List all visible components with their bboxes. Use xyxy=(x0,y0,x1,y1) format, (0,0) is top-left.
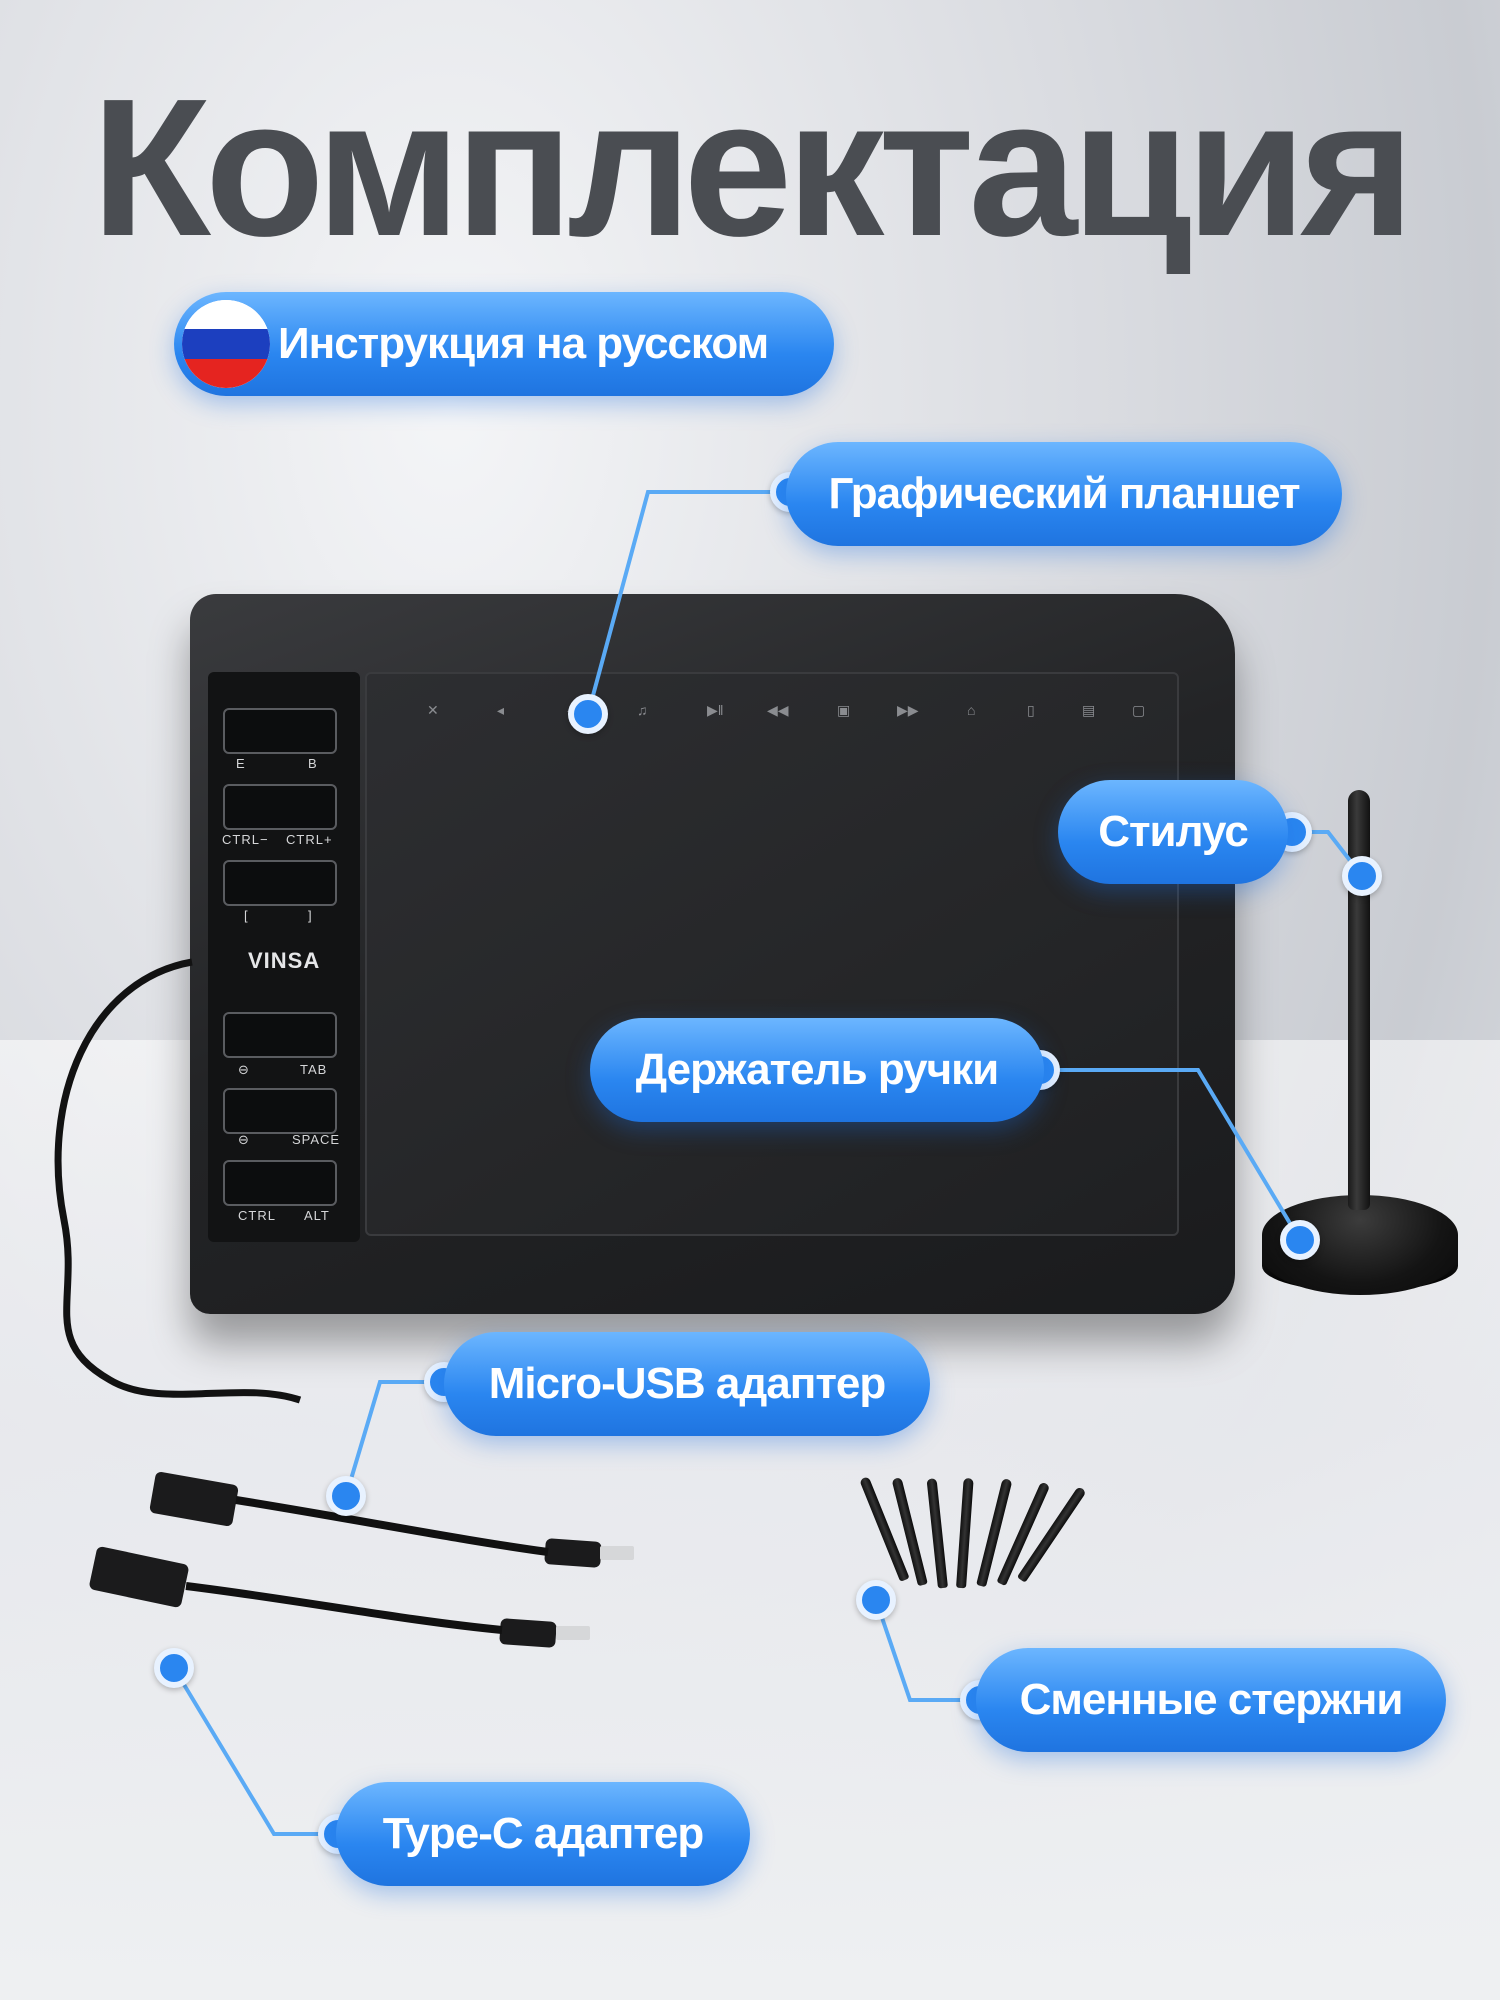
micro-usb-marker xyxy=(326,1476,366,1516)
type-c-callout: Type-C адаптер xyxy=(336,1782,750,1886)
play-pause-icon: ▶‖ xyxy=(707,702,724,718)
key-label: ⊖ xyxy=(238,1132,250,1147)
key-label: CTRL xyxy=(238,1208,276,1223)
document-icon: ▤ xyxy=(1082,702,1096,718)
key-label: CTRL+ xyxy=(286,832,333,847)
tablet-marker xyxy=(568,694,608,734)
russia-flag-icon xyxy=(182,300,270,388)
key-label: E xyxy=(236,756,246,771)
settings-icon: ▢ xyxy=(1132,702,1146,718)
micro-usb-leader xyxy=(344,1380,444,1497)
tablet-leader xyxy=(586,490,790,715)
nibs-leader xyxy=(874,1599,980,1702)
music-icon: ♫ xyxy=(637,702,648,718)
key-label: ALT xyxy=(304,1208,330,1223)
type-c-marker xyxy=(154,1648,194,1688)
page-title: Комплектация xyxy=(91,58,1415,277)
graphics-tablet: E B CTRL− CTRL+ [ ] VINSA ⊖ TAB ⊖ SPACE … xyxy=(190,594,1235,1314)
nibs-callout: Сменные стержни xyxy=(976,1648,1446,1752)
holder-leader xyxy=(1040,1068,1302,1242)
tablet-callout-label: Графический планшет xyxy=(828,469,1300,518)
type-c-plug xyxy=(556,1626,590,1640)
previous-icon: ◀◀ xyxy=(767,702,789,718)
type-c-leader xyxy=(172,1666,338,1836)
nibs-marker xyxy=(856,1580,896,1620)
drawing-area: ✕ ◂ ◂) ♫ ▶‖ ◀◀ ▣ ▶▶ ⌂ ▯ ▤ ▢ xyxy=(365,672,1179,1236)
holder-callout: Держатель ручки xyxy=(590,1018,1044,1122)
stylus-marker xyxy=(1342,856,1382,896)
key-label: B xyxy=(308,756,318,771)
instruction-badge: Инструкция на русском xyxy=(174,292,834,396)
key-label: [ xyxy=(244,908,249,923)
express-key-6 xyxy=(223,1160,337,1206)
tablet-callout: Графический планшет xyxy=(786,442,1342,546)
micro-usb-plug xyxy=(600,1546,634,1560)
type-c-cable xyxy=(185,1582,503,1634)
calculator-icon: ▯ xyxy=(1027,702,1035,718)
next-icon: ▶▶ xyxy=(897,702,919,718)
holder-marker xyxy=(1280,1220,1320,1260)
key-label: ⊖ xyxy=(238,1062,250,1077)
express-keys-panel: E B CTRL− CTRL+ [ ] VINSA ⊖ TAB ⊖ SPACE … xyxy=(208,672,360,1242)
usb-cable xyxy=(54,958,302,1404)
express-key-1 xyxy=(223,708,337,754)
express-key-2 xyxy=(223,784,337,830)
key-label: SPACE xyxy=(292,1132,341,1147)
tablet-brand-logo: VINSA xyxy=(248,948,321,973)
express-key-3 xyxy=(223,860,337,906)
express-key-5 xyxy=(223,1088,337,1134)
nibs-callout-label: Сменные стержни xyxy=(1019,1675,1404,1724)
micro-usb-cable xyxy=(235,1496,549,1556)
stylus-callout: Стилус xyxy=(1058,780,1288,884)
key-label: ] xyxy=(308,908,313,923)
key-label: CTRL− xyxy=(222,832,269,847)
type-c-callout-label: Type-C адаптер xyxy=(382,1809,704,1858)
holder-callout-label: Держатель ручки xyxy=(635,1045,999,1094)
micro-usb-callout: Micro-USB адаптер xyxy=(444,1332,930,1436)
instruction-badge-label: Инструкция на русском xyxy=(278,319,769,368)
home-icon: ⌂ xyxy=(967,702,976,718)
key-label: TAB xyxy=(300,1062,328,1077)
micro-usb-callout-label: Micro-USB адаптер xyxy=(488,1359,886,1408)
volume-down-icon: ◂ xyxy=(497,702,505,718)
stylus-callout-label: Стилус xyxy=(1098,807,1249,856)
mute-icon: ✕ xyxy=(427,702,439,718)
window-icon: ▣ xyxy=(837,702,851,718)
express-key-4 xyxy=(223,1012,337,1058)
